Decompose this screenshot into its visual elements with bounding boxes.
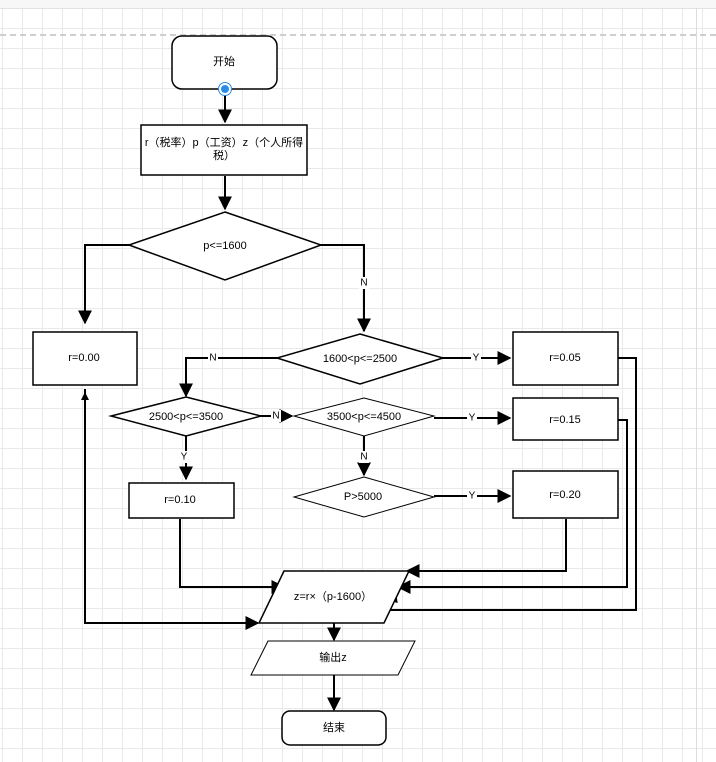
edge-label-yes-5000: Y (469, 491, 476, 502)
cond-1600-2500-label: 1600<p<=2500 (323, 353, 397, 365)
edge-cond1600-no[interactable] (320, 244, 371, 333)
page-boundary-line (0, 34, 716, 36)
arrow-into-rate000 (81, 392, 89, 400)
cond-1600-2500-node[interactable] (274, 333, 446, 385)
cond-5000-label: P>5000 (344, 491, 382, 503)
output-label: 输出z (319, 650, 347, 664)
edge-cond2500-no[interactable] (179, 357, 278, 398)
cond-2500-3500-node[interactable] (108, 396, 264, 437)
cond-1600-label: p<=1600 (203, 240, 246, 252)
edge-label-yes-2500: Y (473, 353, 480, 364)
connection-handle[interactable] (219, 83, 231, 95)
rate-000-node[interactable] (32, 331, 138, 386)
edge-label-yes-3500: Y (181, 452, 188, 463)
canvas-top-bar (0, 0, 716, 9)
connection-handle-ring (218, 82, 232, 96)
edge-label-no-3500: N (272, 411, 279, 422)
cond-5000-node[interactable] (292, 476, 436, 518)
edge-rate000-to-formula[interactable] (84, 389, 260, 630)
rate-005-label: r=0.05 (549, 352, 581, 364)
cond-3500-4500-node[interactable] (292, 397, 436, 437)
input-vars-node[interactable] (140, 124, 308, 176)
edge-label-no-4500: N (360, 452, 367, 463)
rate-005-node[interactable] (512, 331, 619, 386)
end-label: 结束 (323, 721, 345, 734)
rate-010-label: r=0.10 (164, 494, 196, 506)
start-label: 开始 (213, 54, 235, 68)
formula-label: z=r×（p-1600） (294, 590, 372, 603)
edge-rate015-to-formula[interactable] (396, 419, 628, 594)
edge-label-no-2500: N (209, 353, 216, 364)
formula-node[interactable] (257, 570, 411, 624)
rate-020-node[interactable] (512, 470, 619, 519)
rate-015-node[interactable] (512, 397, 619, 441)
end-node[interactable] (281, 710, 387, 746)
rate-010-node[interactable] (128, 482, 235, 519)
rate-000-label: r=0.00 (68, 352, 100, 364)
rate-015-label: r=0.15 (549, 414, 581, 426)
page-right-boundary (696, 8, 697, 762)
cond-1600-node[interactable] (126, 211, 324, 281)
edge-rate010-to-formula[interactable] (179, 519, 286, 594)
output-node[interactable] (250, 640, 416, 676)
edge-cond1600-yes[interactable] (78, 244, 130, 325)
edge-label-no-1600: N (360, 278, 367, 289)
edge-label-yes-4500: Y (469, 413, 476, 424)
cond-3500-4500-label: 3500<p<=4500 (327, 411, 401, 423)
input-vars-label: r（税率）p（工资）z（个人所得税） (144, 137, 304, 162)
edge-rate020-to-formula[interactable] (405, 519, 567, 578)
rate-020-label: r=0.20 (549, 489, 581, 501)
cond-2500-3500-label: 2500<p<=3500 (149, 411, 223, 423)
